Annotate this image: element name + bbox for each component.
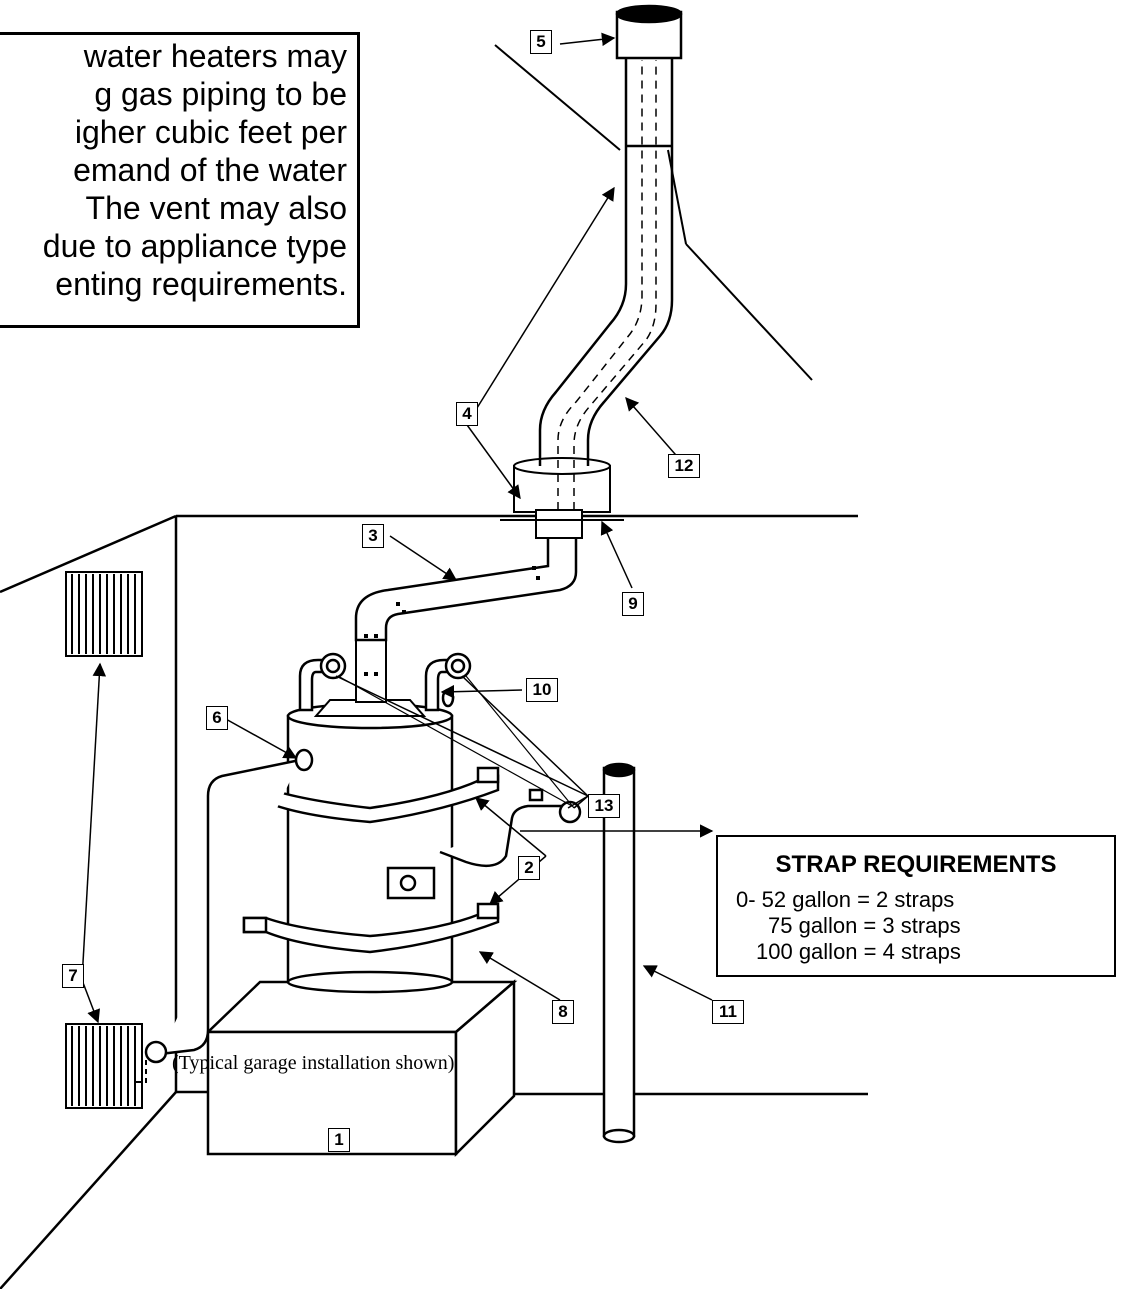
vent-pipe-inner	[557, 60, 657, 510]
strap-line-52: 0- 52 gallon = 2 straps	[736, 887, 955, 912]
callout-6: 6	[206, 706, 228, 730]
note-line-4: emand of the water	[73, 152, 347, 188]
ceiling-thimble	[513, 457, 611, 539]
water-heater-platform	[204, 979, 518, 1158]
callout-7: 7	[62, 964, 84, 988]
note-line-2: g gas piping to be	[94, 76, 347, 112]
callout-3: 3	[362, 524, 384, 548]
vent-cap-icon	[615, 4, 683, 60]
note-line-6: due to appliance type	[42, 228, 347, 264]
callout-13-fan	[337, 675, 575, 809]
roof-lines	[494, 44, 813, 381]
note-line-5: The vent may also	[85, 190, 347, 226]
callout-5: 5	[530, 30, 552, 54]
protective-bollard	[602, 762, 636, 1144]
strap-requirements-title: STRAP REQUIREMENTS	[775, 851, 1057, 878]
note-line-7: enting requirements.	[55, 266, 347, 302]
lower-wall-vent-icon	[65, 1023, 143, 1109]
gas-supply-line	[386, 788, 582, 900]
callout-12: 12	[668, 454, 700, 478]
callout-10: 10	[526, 678, 558, 702]
upper-wall-vent-icon	[65, 571, 143, 657]
callout-9: 9	[622, 592, 644, 616]
callout-8: 8	[552, 1000, 574, 1024]
draft-hood	[313, 635, 427, 717]
relief-valve-line	[144, 748, 314, 1064]
callout-2: 2	[518, 856, 540, 880]
diagram-caption: (Typical garage installation shown)	[172, 1052, 455, 1074]
piping-vent-note: water heaters may g gas piping to be igh…	[0, 32, 360, 328]
strap-line-75: 75 gallon = 3 straps	[768, 913, 961, 938]
vent-connector	[354, 534, 578, 642]
callout-11: 11	[712, 1000, 744, 1024]
water-supply-lines	[298, 652, 472, 712]
callout-1: 1	[328, 1128, 350, 1152]
callout-13: 13	[588, 794, 620, 818]
discharge-tube	[134, 1060, 147, 1083]
note-line-1: water heaters may	[83, 38, 347, 74]
callout-4: 4	[456, 402, 478, 426]
strap-requirements-box: STRAP REQUIREMENTS 0- 52 gallon = 2 stra…	[716, 835, 1116, 977]
vent-connector-screws	[364, 566, 540, 676]
strap-line-100: 100 gallon = 4 straps	[756, 939, 961, 964]
vent-pipe	[538, 56, 674, 466]
note-line-3: igher cubic feet per	[74, 114, 347, 150]
garage-walls	[0, 514, 868, 1289]
